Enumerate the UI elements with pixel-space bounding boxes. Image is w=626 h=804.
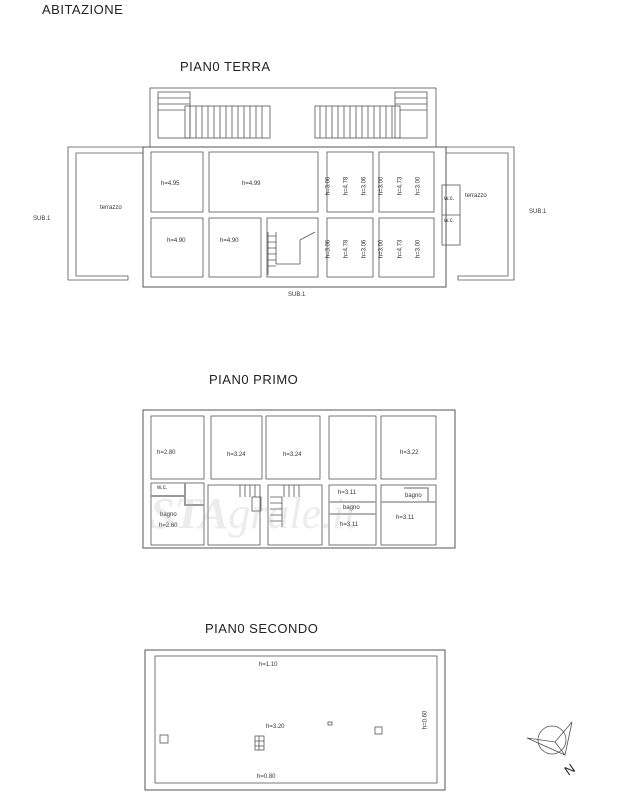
room-height: h=3.11 (396, 515, 415, 521)
second-floor-plan (144, 649, 446, 791)
room-height: h=2.80 (157, 450, 176, 456)
wc-label: w.c. (157, 485, 168, 491)
first-floor-plan (142, 409, 456, 549)
first-floor-title: PIAN0 PRIMO (209, 372, 299, 387)
room-height: h=4.90 (220, 238, 239, 244)
room-height: h=3.06 (325, 239, 332, 259)
room-height: h=3.06 (325, 176, 332, 196)
room-height: h=3.11 (338, 490, 357, 496)
room-height: h=3.22 (400, 450, 419, 456)
room-height: h=3.00 (378, 239, 385, 259)
sub-bottom-label: SUB.1 (288, 292, 306, 298)
wc-label: w.c. (444, 218, 455, 224)
north-arrow-icon (526, 721, 573, 756)
room-height: h=3.06 (361, 176, 368, 196)
height-label: h=1.10 (259, 662, 278, 668)
room-height: h=4.95 (161, 181, 180, 187)
sub-left-label: SUB.1 (33, 216, 51, 222)
page-title: ABITAZIONE (42, 2, 124, 17)
room-height: h=4.99 (242, 181, 261, 187)
terrazzo-right-label: terrazzo (465, 193, 487, 199)
watermark-logo: STAgrale.it (150, 489, 357, 538)
wc-label: w.c. (444, 196, 455, 202)
room-height: h=3.24 (227, 452, 246, 458)
terrazzo-left-label: terrazzo (100, 205, 122, 211)
bagno-label: bagno (405, 493, 422, 499)
room-height: h=3.06 (361, 239, 368, 259)
sub-right-label: SUB.1 (529, 209, 547, 215)
room-height: h=4.78 (343, 239, 350, 259)
ground-floor-title: PIAN0 TERRA (180, 59, 271, 74)
height-label: h=0.60 (422, 710, 429, 730)
second-floor-title: PIAN0 SECONDO (205, 621, 319, 636)
height-label: h=3.20 (266, 724, 285, 730)
room-height: h=3.24 (283, 452, 302, 458)
room-height: h=3.00 (415, 176, 422, 196)
room-height: h=3.00 (415, 239, 422, 259)
room-height: h=2.60 (159, 523, 178, 529)
bagno-label: bagno (343, 505, 360, 511)
height-label: h=0.80 (257, 774, 276, 780)
bagno-label: bagno (160, 512, 177, 518)
ground-floor-plan (67, 87, 515, 288)
room-height: h=3.00 (378, 176, 385, 196)
room-height: h=4.78 (343, 176, 350, 196)
room-height: h=3.11 (340, 522, 359, 528)
room-height: h=4.73 (397, 176, 404, 196)
room-height: h=4.73 (397, 239, 404, 259)
room-height: h=4.90 (167, 238, 186, 244)
